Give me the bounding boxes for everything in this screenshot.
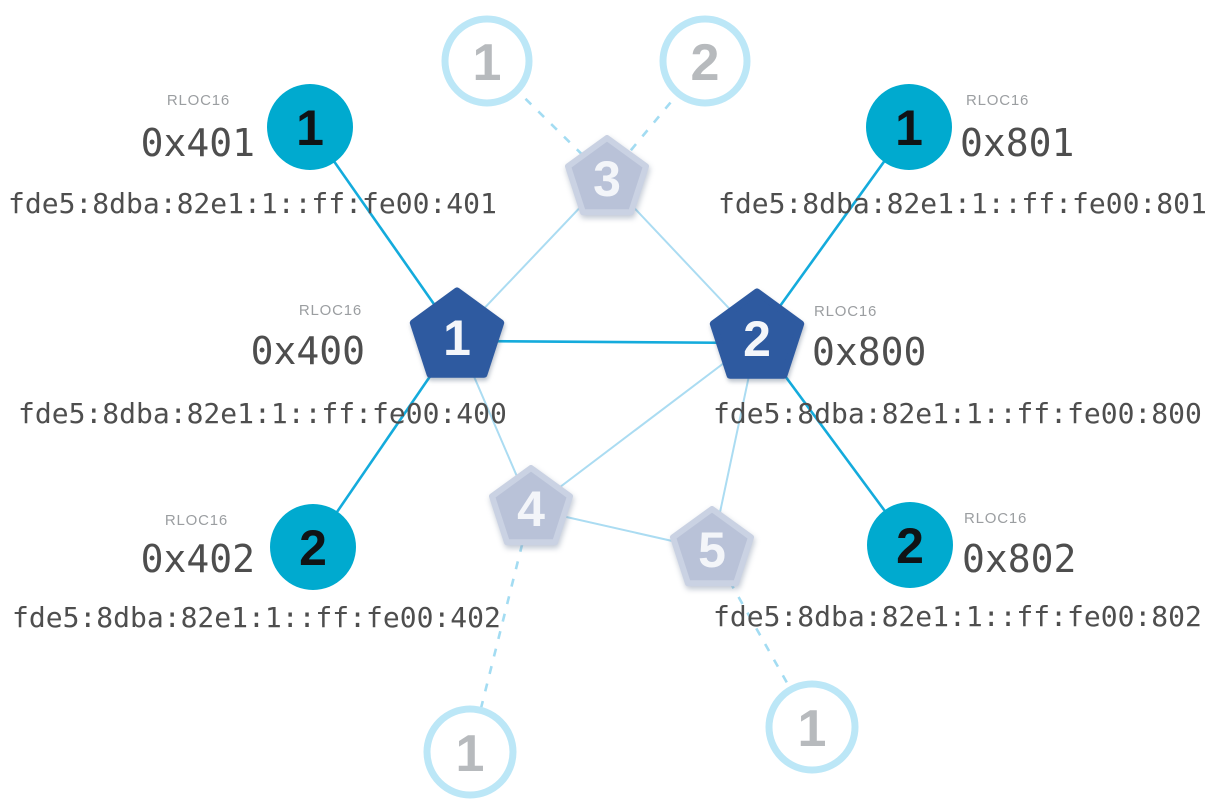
ipv6-address: fde5:8dba:82e1:1::ff:fe00:802 xyxy=(713,600,1202,633)
node-label: 1 xyxy=(456,725,485,783)
node-label: 3 xyxy=(593,151,621,207)
rloc16-label: RLOC16 xyxy=(299,302,362,319)
faded-child-circle xyxy=(423,705,517,799)
link-router2-child801 xyxy=(755,126,911,339)
child-circle xyxy=(867,502,953,588)
label-group-router-2: RLOC16 0x800 fde5:8dba:82e1:1::ff:fe00:8… xyxy=(713,303,1202,430)
label-group-child-801: RLOC16 0x801 fde5:8dba:82e1:1::ff:fe00:8… xyxy=(718,92,1207,220)
node-faded-router-3[interactable]: 3 xyxy=(565,135,649,216)
node-label: 1 xyxy=(443,310,471,366)
node-child-801[interactable]: 1 xyxy=(866,84,952,170)
node-child-402[interactable]: 2 xyxy=(270,504,356,590)
node-label: 2 xyxy=(691,34,720,92)
node-faded-router-4[interactable]: 4 xyxy=(489,465,573,546)
node-label: 1 xyxy=(895,100,923,156)
node-label: 5 xyxy=(698,522,726,578)
router-pentagon xyxy=(709,288,805,379)
ipv6-address: fde5:8dba:82e1:1::ff:fe00:800 xyxy=(713,397,1202,430)
label-group-child-802: RLOC16 0x802 fde5:8dba:82e1:1::ff:fe00:8… xyxy=(713,510,1202,633)
rloc16-label: RLOC16 xyxy=(165,512,228,529)
node-child-802[interactable]: 2 xyxy=(867,502,953,588)
faded-router-pentagon xyxy=(670,506,754,587)
node-label: 1 xyxy=(473,34,502,92)
rloc16-label: RLOC16 xyxy=(966,92,1029,109)
node-label: 2 xyxy=(299,520,327,576)
rloc16-value: 0x402 xyxy=(141,537,255,581)
faded-router-pentagon xyxy=(565,135,649,216)
ipv6-address: fde5:8dba:82e1:1::ff:fe00:801 xyxy=(718,187,1207,220)
rloc16-label: RLOC16 xyxy=(814,303,877,320)
node-label: 1 xyxy=(296,100,324,156)
rloc16-value: 0x800 xyxy=(812,330,926,374)
rloc16-label: RLOC16 xyxy=(964,510,1027,527)
faded-child-circle xyxy=(765,680,859,774)
node-label: 1 xyxy=(798,700,827,758)
link-frouter4-fchildbottomleft xyxy=(468,508,533,753)
node-label: 2 xyxy=(896,518,924,574)
label-group-router-1: RLOC16 0x400 fde5:8dba:82e1:1::ff:fe00:4… xyxy=(18,302,507,430)
child-circle xyxy=(866,84,952,170)
child-circle xyxy=(270,504,356,590)
rloc16-value: 0x802 xyxy=(962,537,1076,581)
node-faded-child-bottom-right[interactable]: 1 xyxy=(765,680,859,774)
faded-child-circle xyxy=(659,15,751,107)
node-faded-child-bottom-left[interactable]: 1 xyxy=(423,705,517,799)
faded-router-pentagon xyxy=(489,465,573,546)
faded-child-circle xyxy=(441,15,533,107)
rloc16-value: 0x801 xyxy=(960,121,1074,165)
node-label: 4 xyxy=(517,481,545,537)
rloc16-value: 0x400 xyxy=(251,329,365,373)
node-router-1[interactable]: 1 xyxy=(409,287,505,378)
node-faded-child-top-2[interactable]: 2 xyxy=(659,15,751,107)
node-child-401[interactable]: 1 xyxy=(267,84,353,170)
ipv6-address: fde5:8dba:82e1:1::ff:fe00:400 xyxy=(18,397,507,430)
router-pentagon xyxy=(409,287,505,378)
label-group-child-402: RLOC16 0x402 fde5:8dba:82e1:1::ff:fe00:4… xyxy=(12,512,501,634)
rloc16-value: 0x401 xyxy=(141,121,255,165)
ipv6-address: fde5:8dba:82e1:1::ff:fe00:401 xyxy=(8,187,497,220)
rloc16-label: RLOC16 xyxy=(167,92,230,109)
label-group-child-401: RLOC16 0x401 fde5:8dba:82e1:1::ff:fe00:4… xyxy=(8,92,497,220)
link-router2-frouter4 xyxy=(530,337,758,510)
child-circle xyxy=(267,84,353,170)
ipv6-address: fde5:8dba:82e1:1::ff:fe00:402 xyxy=(12,601,501,634)
node-label: 2 xyxy=(743,311,771,367)
node-faded-router-5[interactable]: 5 xyxy=(670,506,754,587)
link-router1-router2 xyxy=(456,339,758,345)
node-faded-child-top-1[interactable]: 1 xyxy=(441,15,533,107)
node-router-2[interactable]: 2 xyxy=(709,288,805,379)
